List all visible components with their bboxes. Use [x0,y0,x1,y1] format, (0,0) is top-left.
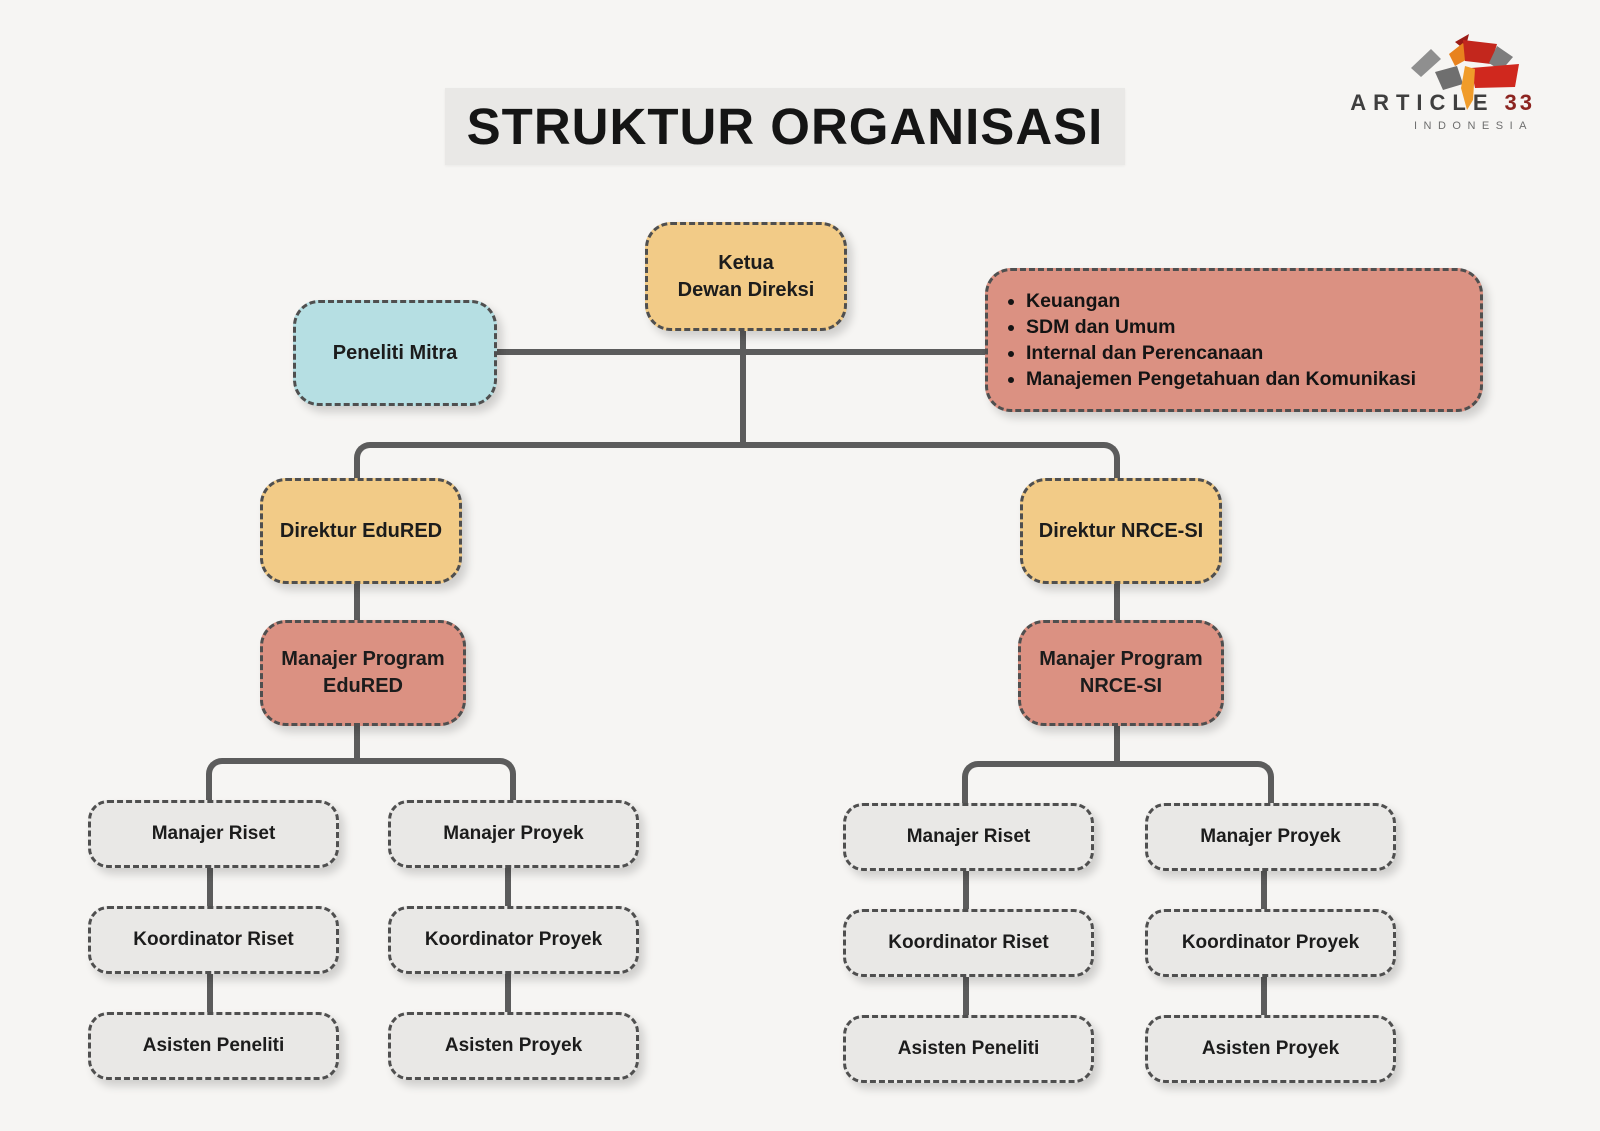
node-nrce-asisten-peneliti: Asisten Peneliti [843,1015,1094,1083]
node-nrce-koordinator-riset: Koordinator Riset [843,909,1094,977]
node-edured-asisten-peneliti: Asisten Peneliti [88,1012,339,1080]
page-title: STRUKTUR ORGANISASI [466,98,1104,155]
connector-directors-bracket [354,442,1120,484]
node-nrce-koordinator-proyek: Koordinator Proyek [1145,909,1396,977]
connector-edured-riset-2 [207,966,213,1014]
connector-nrce-riset-1 [963,863,969,911]
node-direktur-edured: Direktur EduRED [260,478,462,584]
connector-nrce-proyek-1 [1261,863,1267,911]
support-unit-item: Internal dan Perencanaan [1026,340,1416,366]
connector-edured-proyek-2 [505,966,511,1014]
node-edured-koordinator-proyek: Koordinator Proyek [388,906,639,974]
support-unit-item: Manajemen Pengetahuan dan Komunikasi [1026,366,1416,392]
node-nrce-manajer-riset: Manajer Riset [843,803,1094,871]
connector-nrce-riset-2 [963,969,969,1017]
node-peneliti-mitra: Peneliti Mitra [293,300,497,406]
connector-root-drop [740,323,746,448]
connector-edured-bracket [206,758,516,806]
support-units-list: Keuangan SDM dan Umum Internal dan Peren… [988,288,1430,393]
node-ketua-dewan-direksi: Ketua Dewan Direksi [645,222,847,331]
node-support-units: Keuangan SDM dan Umum Internal dan Peren… [985,268,1483,412]
logo-wordmark: ARTICLE 33 [1330,90,1535,116]
connector-nrce-proyek-2 [1261,969,1267,1017]
connector-nrce-bracket [962,761,1274,809]
node-edured-manajer-proyek: Manajer Proyek [388,800,639,868]
article33-logo-mark-icon [1411,34,1519,110]
connector-edured-pm-drop [354,718,360,760]
connector-edured-proyek-1 [505,860,511,908]
logo-number-text: 33 [1504,90,1535,115]
node-edured-koordinator-riset: Koordinator Riset [88,906,339,974]
connector-nrce-director-drop [1114,576,1120,622]
connector-nrce-pm-drop [1114,718,1120,763]
connector-partner-support [488,349,988,355]
node-nrce-asisten-proyek: Asisten Proyek [1145,1015,1396,1083]
article33-logo: ARTICLE 33 INDONESIA [1330,28,1535,138]
node-edured-asisten-proyek: Asisten Proyek [388,1012,639,1080]
node-nrce-manajer-proyek: Manajer Proyek [1145,803,1396,871]
support-unit-item: Keuangan [1026,288,1416,314]
connector-edured-director-drop [354,576,360,622]
node-direktur-nrce-si: Direktur NRCE-SI [1020,478,1222,584]
node-manajer-program-nrce-si: Manajer Program NRCE-SI [1018,620,1224,726]
node-edured-manajer-riset: Manajer Riset [88,800,339,868]
logo-brand-text: ARTICLE [1350,90,1495,115]
connector-edured-riset-1 [207,860,213,908]
title-banner: STRUKTUR ORGANISASI [445,88,1125,165]
logo-country-text: INDONESIA [1413,120,1533,132]
node-manajer-program-edured: Manajer Program EduRED [260,620,466,726]
support-unit-item: SDM dan Umum [1026,314,1416,340]
